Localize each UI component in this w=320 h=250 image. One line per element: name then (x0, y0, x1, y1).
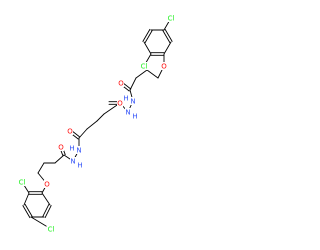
single-bond (41, 192, 51, 206)
atom-label-n-lower-b: N (70, 158, 75, 166)
atom-label-background (70, 157, 76, 165)
atom-label-h-upper-b: H (132, 113, 137, 121)
single-bond (54, 154, 65, 164)
single-bond (96, 113, 105, 122)
atom-label-o-carbonyl-mid-lower: O (67, 128, 73, 136)
atom-label-h-lower-a: H (69, 145, 74, 153)
double-bond-line (42, 203, 50, 217)
double-bond-line (24, 203, 33, 217)
single-bond (163, 41, 172, 55)
double-bond-line (44, 205, 52, 219)
atom-label-background (139, 62, 149, 70)
double-bond-line (164, 28, 173, 42)
single-bond (37, 162, 45, 174)
atom-label-n-upper-b: N (125, 109, 130, 117)
atom-label-h-lower-b: H (77, 162, 82, 170)
single-bond (23, 192, 30, 206)
atom-label-nh-upper-a: H (123, 95, 128, 103)
atom-label-background (132, 112, 138, 120)
single-bond (86, 120, 98, 130)
atom-label-background (58, 143, 64, 151)
atom-label-background (125, 108, 131, 116)
single-bond (143, 41, 152, 55)
atom-label-background (67, 127, 73, 135)
atom-label-background (77, 161, 83, 169)
single-bond (129, 77, 137, 91)
atom-label-o-ether-lower: O (44, 181, 50, 189)
atom-label-o-carbonyl-upper: O (118, 80, 124, 88)
atom-label-background (166, 14, 176, 22)
double-bond-line (22, 205, 31, 219)
single-bond (135, 69, 148, 79)
atom-label-cl-upper-ortho: Cl (141, 63, 148, 71)
atom-label-background (118, 79, 124, 87)
single-bond (146, 69, 159, 79)
atom-label-n-lower-a: N (76, 147, 81, 155)
double-bond-line (144, 30, 153, 44)
atom-label-background (69, 144, 75, 152)
atom-label-background (46, 225, 56, 233)
atom-label-o-carbonyl-mid-upper: O (117, 100, 123, 108)
atom-label-cl-bottom: Cl (48, 226, 55, 234)
atom-label-background (161, 62, 167, 70)
atom-label-background (17, 178, 27, 186)
atom-label-o-ether-upper: O (161, 63, 167, 71)
double-bond-line (142, 28, 151, 42)
atom-label-background (76, 146, 82, 154)
atom-label-background (130, 97, 136, 105)
atom-label-background (117, 99, 123, 107)
bond-layer (21, 17, 173, 230)
single-bond (78, 128, 88, 139)
atom-label-cl-lower-ortho: Cl (19, 179, 26, 187)
atom-label-cl-top: Cl (168, 15, 175, 23)
double-bond-line (162, 30, 171, 44)
atom-label-n-upper-a: N (130, 98, 135, 106)
atom-label-background (123, 94, 129, 102)
atom-label-background (44, 180, 50, 188)
atom-label-o-carbonyl-lower: O (58, 144, 64, 152)
